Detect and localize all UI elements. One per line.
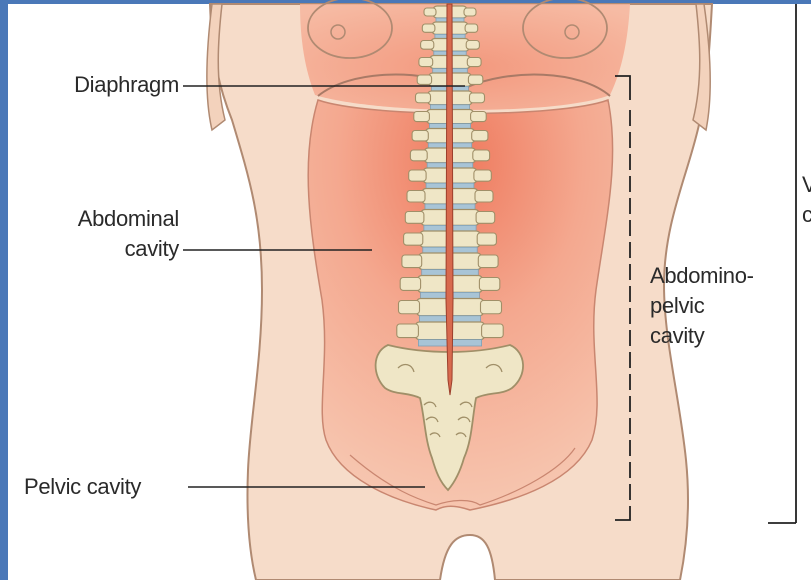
pelvic-cavity-label: Pelvic cavity bbox=[24, 474, 141, 499]
transverse-process bbox=[465, 24, 478, 32]
transverse-process bbox=[416, 93, 431, 103]
transverse-process bbox=[405, 212, 424, 224]
transverse-process bbox=[479, 278, 499, 291]
transverse-process bbox=[473, 150, 490, 161]
transverse-process bbox=[407, 191, 425, 203]
transverse-process bbox=[417, 75, 431, 84]
transverse-process bbox=[402, 255, 422, 268]
transverse-process bbox=[404, 233, 423, 245]
transverse-process bbox=[414, 112, 430, 122]
transverse-process bbox=[412, 131, 428, 141]
transverse-process bbox=[410, 150, 427, 161]
transverse-process bbox=[464, 8, 476, 16]
spinal-cord bbox=[446, 4, 453, 395]
transverse-process bbox=[482, 324, 504, 338]
abdominal-cavity-label-line1: Abdominal bbox=[26, 206, 179, 231]
abdominopelvic-label-line1: Abdomino- bbox=[650, 263, 754, 288]
transverse-process bbox=[397, 324, 419, 338]
ventral-cavity-label-cut-line1: V bbox=[802, 172, 811, 197]
transverse-process bbox=[475, 191, 493, 203]
abdominal-cavity-label-line2: cavity bbox=[26, 236, 179, 261]
transverse-process bbox=[471, 112, 487, 122]
transverse-process bbox=[419, 58, 433, 67]
diaphragm-label: Diaphragm bbox=[26, 72, 179, 97]
transverse-process bbox=[474, 170, 491, 181]
transverse-process bbox=[467, 58, 481, 67]
transverse-process bbox=[466, 41, 479, 50]
abdominopelvic-label-line3: cavity bbox=[650, 323, 704, 348]
transverse-process bbox=[477, 233, 496, 245]
transverse-process bbox=[424, 8, 436, 16]
transverse-process bbox=[472, 131, 488, 141]
transverse-process bbox=[399, 301, 420, 314]
transverse-process bbox=[470, 93, 485, 103]
transverse-process bbox=[481, 301, 502, 314]
transverse-process bbox=[409, 170, 426, 181]
transverse-process bbox=[400, 278, 420, 291]
transverse-process bbox=[468, 75, 482, 84]
transverse-process bbox=[476, 212, 495, 224]
transverse-process bbox=[421, 41, 434, 50]
abdominopelvic-label-line2: pelvic bbox=[650, 293, 704, 318]
transverse-process bbox=[478, 255, 498, 268]
ventral-cavity-label-cut-line2: c bbox=[802, 202, 811, 227]
transverse-process bbox=[422, 24, 435, 32]
